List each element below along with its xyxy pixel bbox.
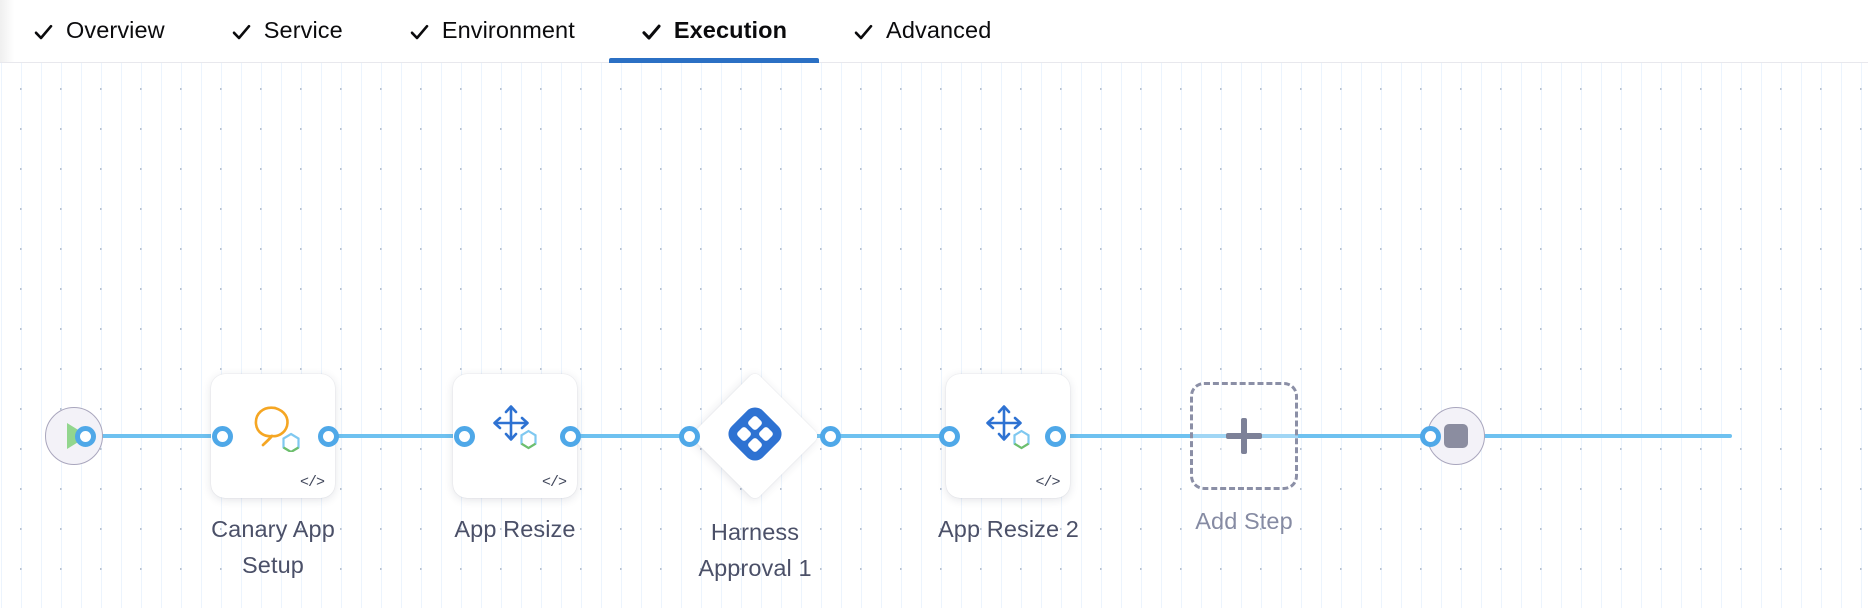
resize-arrows-icon bbox=[980, 401, 1036, 458]
step-label: App Resize bbox=[454, 516, 576, 542]
add-step-button[interactable] bbox=[1190, 382, 1298, 490]
approval-diamond[interactable] bbox=[690, 371, 820, 501]
connector-dot[interactable] bbox=[560, 426, 581, 447]
connector-dot[interactable] bbox=[454, 426, 475, 447]
tab-label: Advanced bbox=[886, 17, 992, 44]
connector-dot[interactable] bbox=[318, 426, 339, 447]
connector-dot[interactable] bbox=[820, 426, 841, 447]
tab-execution[interactable]: Execution bbox=[608, 0, 820, 63]
plus-icon bbox=[1226, 418, 1262, 454]
add-step-node[interactable]: Add Step bbox=[1190, 382, 1298, 539]
stop-icon bbox=[1444, 424, 1468, 448]
connector-dot[interactable] bbox=[1420, 426, 1441, 447]
connector-dot[interactable] bbox=[1045, 426, 1066, 447]
tab-overview[interactable]: Overview bbox=[34, 0, 165, 63]
step-node-app-resize-2[interactable]: </> App Resize 2 bbox=[938, 374, 1079, 547]
check-icon bbox=[410, 23, 429, 42]
step-node-canary-app-setup[interactable]: </> Canary App Setup bbox=[211, 374, 335, 583]
code-badge-icon: </> bbox=[1035, 474, 1060, 491]
step-label: Canary App Setup bbox=[211, 516, 335, 578]
check-icon bbox=[854, 23, 873, 42]
tab-service[interactable]: Service bbox=[232, 0, 343, 63]
tab-label: Overview bbox=[66, 17, 165, 44]
pipeline-connector-rail bbox=[72, 434, 1732, 438]
tab-label: Execution bbox=[673, 17, 788, 44]
wizard-tab-bar: Overview Service Environment Execution A… bbox=[0, 0, 1868, 63]
connector-dot[interactable] bbox=[212, 426, 233, 447]
connector-dot[interactable] bbox=[939, 426, 960, 447]
step-label: App Resize 2 bbox=[938, 516, 1079, 542]
check-icon bbox=[232, 23, 251, 42]
canary-bird-icon bbox=[245, 402, 301, 457]
step-node-app-resize[interactable]: </> App Resize bbox=[453, 374, 577, 547]
connector-dot[interactable] bbox=[75, 426, 96, 447]
tab-label: Service bbox=[263, 17, 343, 44]
code-badge-icon: </> bbox=[299, 474, 325, 491]
check-icon bbox=[34, 23, 53, 42]
add-step-label: Add Step bbox=[1195, 508, 1293, 534]
resize-arrows-icon bbox=[487, 401, 543, 458]
harness-logo-icon bbox=[727, 406, 783, 467]
tab-label: Environment bbox=[441, 17, 575, 44]
tab-environment[interactable]: Environment bbox=[410, 0, 575, 63]
pipeline-canvas[interactable]: </> Canary App Setup bbox=[0, 63, 1868, 608]
check-icon bbox=[642, 23, 661, 42]
code-badge-icon: </> bbox=[541, 474, 567, 491]
connector-dot[interactable] bbox=[679, 426, 700, 447]
step-label: Harness Approval 1 bbox=[698, 519, 812, 581]
step-node-harness-approval-1[interactable]: Harness Approval 1 bbox=[690, 371, 820, 586]
tab-advanced[interactable]: Advanced bbox=[854, 0, 991, 63]
